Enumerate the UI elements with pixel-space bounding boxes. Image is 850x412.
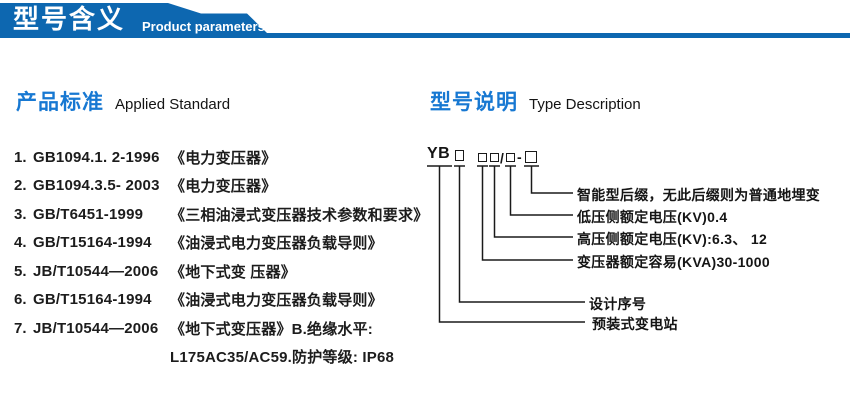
standard-number: 5.	[14, 262, 27, 280]
model-prefix: YB	[427, 145, 451, 162]
standard-number: 3.	[14, 205, 27, 223]
model-slash: /	[500, 150, 504, 166]
standard-row: 3. GB/T6451-1999 《三相油浸式变压器技术参数和要求》	[14, 200, 434, 229]
banner-title: 型号含义	[13, 4, 126, 34]
standard-row: 4. GB/T15164-1994 《油浸式电力变压器负载导则》	[14, 229, 434, 258]
standard-row: 7. JB/T10544—2006 《地下式变压器》B.绝缘水平:	[14, 314, 434, 343]
standard-row: 6. GB/T15164-1994 《油浸式电力变压器负载导则》	[14, 286, 434, 315]
standard-code: JB/T10544—2006	[33, 319, 159, 337]
standard-row: 2. GB1094.3.5- 2003 《电力变压器》	[14, 172, 434, 201]
standard-code: GB/T15164-1994	[33, 234, 152, 252]
model-box-design-serial	[455, 150, 464, 161]
model-box-smart-suffix	[525, 151, 537, 163]
standard-title: 《地下式变 压器》	[170, 263, 296, 281]
standard-number: 7.	[14, 319, 27, 337]
standard-title: 《三相油浸式变压器技术参数和要求》	[170, 206, 429, 224]
standard-number: 6.	[14, 291, 27, 309]
standard-title: 《地下式变压器》B.绝缘水平:	[170, 320, 373, 338]
standards-list: 1. GB1094.1. 2-1996 《电力变压器》 2. GB1094.3.…	[14, 143, 434, 371]
standard-row-continuation: L175AC35/AC59.防护等级: IP68	[14, 343, 434, 372]
standard-title: 《油浸式电力变压器负载导则》	[170, 292, 383, 310]
diagram-label-capacity: 变压器额定容易(KVA)30-1000	[577, 254, 770, 270]
standard-row: 1. GB1094.1. 2-1996 《电力变压器》	[14, 143, 434, 172]
standard-code: GB/T15164-1994	[33, 291, 152, 309]
diagram-label-hv-voltage: 高压侧额定电压(KV):6.3、 12	[577, 231, 768, 247]
applied-standard-heading: 产品标准 Applied Standard	[16, 86, 230, 116]
standard-code: GB1094.3.5- 2003	[33, 177, 160, 195]
standard-code: GB/T6451-1999	[33, 205, 144, 223]
applied-standard-title-zh: 产品标准	[16, 91, 104, 114]
banner-subtitle: Product parameters	[142, 19, 265, 34]
standard-number: 2.	[14, 177, 27, 195]
type-description-heading: 型号说明 Type Description	[430, 86, 641, 116]
model-dash: -	[517, 149, 522, 165]
model-box-lv-voltage	[506, 153, 515, 162]
standard-number: 4.	[14, 234, 27, 252]
diagram-label-smart-suffix: 智能型后缀，无此后缀则为普通地埋变	[577, 187, 821, 203]
type-description-title-en: Type Description	[529, 96, 641, 113]
diagram-connector-lines	[427, 165, 585, 323]
model-box-capacity	[478, 153, 487, 162]
diagram-label-substation: 预装式变电站	[592, 316, 678, 332]
standard-title: 《电力变压器》	[170, 149, 277, 167]
model-code-diagram: YB / - 智能型后缀，无此后缀则为普通地埋变 低压侧额定电压(KV)0.4 …	[425, 140, 850, 350]
applied-standard-title-en: Applied Standard	[115, 96, 231, 113]
standard-number: 1.	[14, 148, 27, 166]
type-description-title-zh: 型号说明	[430, 91, 518, 114]
diagram-label-lv-voltage: 低压侧额定电压(KV)0.4	[577, 209, 728, 225]
model-box-hv-voltage	[490, 153, 499, 162]
standard-row: 5. JB/T10544—2006 《地下式变 压器》	[14, 257, 434, 286]
standard-title: 《电力变压器》	[170, 178, 277, 196]
standard-code: GB1094.1. 2-1996	[33, 148, 160, 166]
diagram-label-design-serial: 设计序号	[589, 296, 647, 312]
banner-shape	[0, 3, 850, 38]
standard-title: L175AC35/AC59.防护等级: IP68	[170, 349, 395, 367]
standard-title: 《油浸式电力变压器负载导则》	[170, 235, 383, 253]
standard-code: JB/T10544—2006	[33, 262, 159, 280]
